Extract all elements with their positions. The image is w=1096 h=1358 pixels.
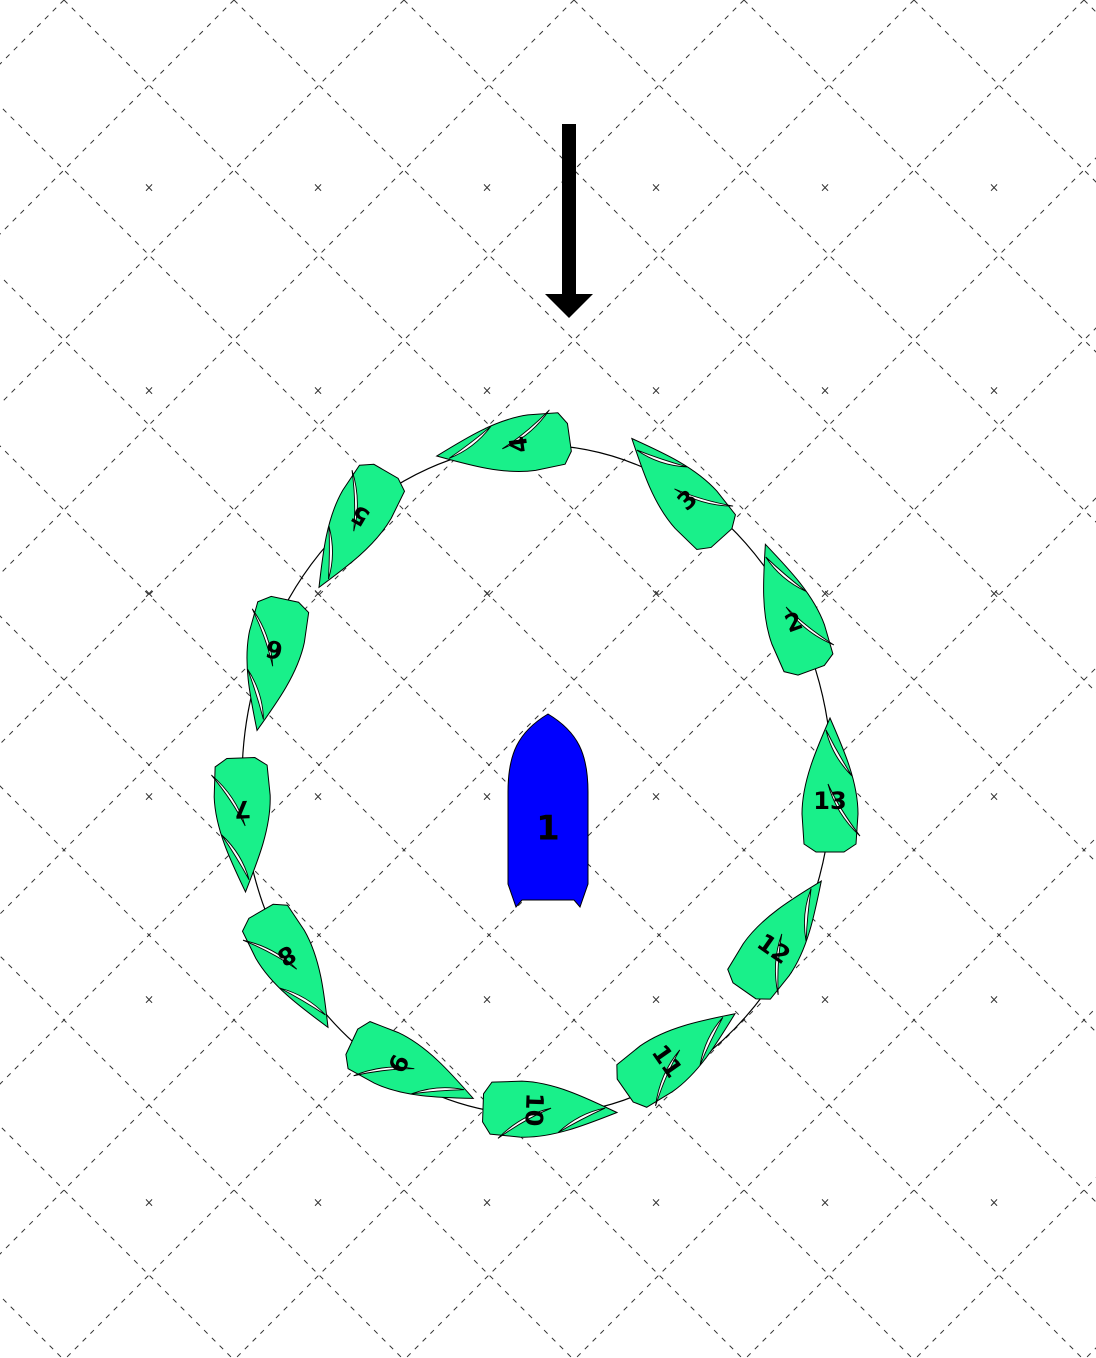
- grid-mark-icon: ×: [144, 790, 154, 804]
- fleet-boat: 13: [802, 718, 860, 852]
- grid-mark-icon: ×: [313, 384, 323, 398]
- boat-hull: [213, 757, 274, 893]
- grid-mark-icon: ×: [482, 587, 492, 601]
- grid-mark-icon: ×: [651, 181, 661, 195]
- grid-mark-icon: ×: [313, 790, 323, 804]
- grid-mark-icon: ×: [651, 587, 661, 601]
- fleet-boat: 9: [339, 1016, 485, 1125]
- grid-mark-icon: ×: [989, 181, 999, 195]
- grid-mark-icon: ×: [144, 1196, 154, 1210]
- mark-boat-label: 1: [536, 809, 560, 849]
- boat-number-label: 13: [813, 787, 846, 815]
- grid-mark-icon: ×: [989, 790, 999, 804]
- grid-mark-icon: ×: [482, 384, 492, 398]
- grid-mark-icon: ×: [651, 384, 661, 398]
- boat-hull: [295, 457, 410, 601]
- fleet-boat: 4: [433, 408, 574, 484]
- wind-arrow-icon: [545, 124, 593, 318]
- grid-mark-icon: ×: [144, 384, 154, 398]
- boat-hull: [722, 865, 845, 1007]
- boat-hull: [230, 594, 313, 737]
- grid-mark-icon: ×: [313, 181, 323, 195]
- boat-number-label: 7: [234, 795, 252, 824]
- grid-mark-icon: ×: [820, 1196, 830, 1210]
- grid-mark-icon: ×: [651, 1196, 661, 1210]
- grid-mark-icon: ×: [313, 1196, 323, 1210]
- grid-mark-icon: ×: [482, 993, 492, 1007]
- boat-hull: [611, 420, 742, 557]
- grid-mark-icon: ×: [313, 587, 323, 601]
- grid-mark-icon: ×: [820, 587, 830, 601]
- grid-mark-icon: ×: [820, 181, 830, 195]
- boat-hull: [433, 410, 573, 484]
- grid-mark-icon: ×: [482, 1196, 492, 1210]
- boat-hull: [609, 991, 751, 1114]
- boat-number-label: 10: [519, 1092, 548, 1126]
- grid-mark-icon: ×: [482, 181, 492, 195]
- grid-mark-icon: ×: [651, 993, 661, 1007]
- fleet-boat: 2: [739, 534, 839, 680]
- grid-mark-icon: ×: [989, 587, 999, 601]
- fleet-boat: 10: [482, 1080, 618, 1143]
- boat-hull: [340, 1016, 485, 1123]
- fleet-boat: 7: [211, 757, 274, 893]
- grid-mark-icon: ×: [144, 181, 154, 195]
- grid-mark-icon: ×: [820, 384, 830, 398]
- grid-mark-icon: ×: [144, 993, 154, 1007]
- fleet-boat: 6: [228, 593, 313, 736]
- fleet-boat: 11: [609, 991, 752, 1115]
- grid-mark-icon: ×: [989, 384, 999, 398]
- fleet-boat: 5: [293, 456, 410, 601]
- fleet-boat: 3: [611, 418, 744, 556]
- grid-mark-icon: ×: [651, 790, 661, 804]
- grid-mark-icon: ×: [989, 993, 999, 1007]
- grid-mark-icon: ×: [989, 1196, 999, 1210]
- mark-boat: 1: [508, 714, 588, 907]
- boat-hull: [739, 535, 837, 680]
- grid-mark-icon: ×: [482, 790, 492, 804]
- grid-mark-icon: ×: [820, 993, 830, 1007]
- grid-mark-icon: ×: [144, 587, 154, 601]
